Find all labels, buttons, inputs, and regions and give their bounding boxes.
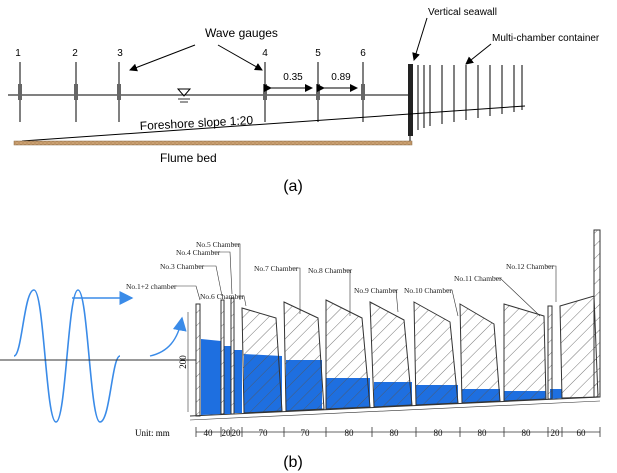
chamber-label-1-2: No.1+2 chamber bbox=[126, 282, 177, 291]
water-chamber-12 bbox=[550, 389, 562, 399]
gauge-label: 6 bbox=[360, 48, 366, 59]
flume-bed-label: Flume bed bbox=[160, 151, 217, 165]
water-level-symbol bbox=[176, 88, 192, 103]
chamber-label-5: No.5 Chamber bbox=[196, 240, 241, 249]
water-chamber-1-2 bbox=[201, 339, 221, 415]
multi-chamber-container bbox=[417, 65, 523, 130]
wall-5 bbox=[325, 299, 371, 410]
dim-label: 60 bbox=[577, 428, 587, 438]
chamber-labels bbox=[172, 243, 557, 317]
chamber-label-6: No.6 Chamber bbox=[200, 292, 245, 301]
foreshore-slope bbox=[21, 105, 526, 142]
gauge-4: 4 bbox=[262, 48, 268, 122]
dim-label: 70 bbox=[301, 428, 311, 438]
chamber-label-8: No.8 Chamber bbox=[308, 266, 353, 275]
chamber-label-4: No.4 Chamber bbox=[176, 248, 221, 257]
unit-label: Unit: mm bbox=[135, 428, 170, 438]
wall-1 bbox=[220, 299, 225, 415]
wave-gauges-arrow-right bbox=[217, 44, 263, 71]
water-chamber-3 bbox=[224, 346, 231, 414]
gauge-label: 3 bbox=[117, 48, 123, 59]
gauge-1: 1 bbox=[15, 48, 22, 122]
multi-chamber-label: Multi-chamber container bbox=[492, 33, 600, 44]
chamber-label-7: No.7 Chamber bbox=[254, 264, 299, 273]
dim-label: 70 bbox=[259, 428, 269, 438]
dim-label: 40 bbox=[204, 428, 214, 438]
dim-label: 80 bbox=[345, 428, 355, 438]
wall-3 bbox=[241, 307, 283, 414]
water-chamber-4 bbox=[234, 350, 242, 413]
caption-a: (a) bbox=[283, 178, 303, 195]
wave-gauges-title: Wave gauges bbox=[205, 26, 278, 40]
chamber-label-12: No.12 Chamber bbox=[506, 262, 554, 271]
caption-b: (b) bbox=[283, 454, 303, 471]
wall-10 bbox=[547, 305, 553, 400]
panel-b: 200 bbox=[0, 229, 601, 471]
seawall-arrow bbox=[412, 17, 428, 61]
dim-label: 80 bbox=[434, 428, 444, 438]
wall-4 bbox=[283, 301, 325, 412]
overtopping-arrow bbox=[149, 316, 187, 357]
wall-8 bbox=[459, 303, 501, 404]
height-label: 200 bbox=[178, 355, 188, 369]
gauge-label: 2 bbox=[72, 48, 78, 59]
vertical-seawall-label: Vertical seawall bbox=[428, 7, 497, 18]
panel-a: Wave gauges 1 2 3 4 bbox=[8, 7, 600, 195]
dim-label: 80 bbox=[522, 428, 532, 438]
chamber-label-10: No.10 Chamber bbox=[404, 286, 452, 295]
chamber-floor-lower bbox=[189, 400, 601, 421]
dim-label: 20 bbox=[551, 428, 561, 438]
gauge-label: 1 bbox=[15, 48, 21, 59]
gauge-6: 6 bbox=[360, 48, 366, 122]
dim-label: 20 bbox=[232, 428, 242, 438]
gauge-label: 5 bbox=[315, 48, 321, 59]
flume-bed bbox=[13, 140, 413, 146]
dimension-label: 0.35 bbox=[283, 72, 303, 83]
gauge-label: 4 bbox=[262, 48, 268, 59]
foreshore-slope-label: Foreshore slope 1:20 bbox=[139, 113, 253, 133]
chamber-label-3: No.3 Chamber bbox=[160, 262, 205, 271]
dimension-4-5: 0.35 bbox=[264, 72, 313, 92]
chamber-walls bbox=[195, 229, 601, 417]
multi-chamber-arrow bbox=[465, 43, 492, 65]
gauge-5: 5 bbox=[315, 48, 321, 122]
dim-label: 80 bbox=[390, 428, 400, 438]
chamber-label-11: No.11 Chamber bbox=[454, 274, 502, 283]
wave-gauges-arrow-left bbox=[129, 44, 196, 72]
dim-label: 20 bbox=[222, 428, 232, 438]
wall-6 bbox=[369, 301, 413, 408]
incident-wave-icon bbox=[13, 289, 121, 423]
wall-back bbox=[559, 295, 599, 399]
gauge-2: 2 bbox=[72, 48, 78, 122]
dimension-ticks bbox=[195, 427, 601, 437]
vertical-seawall bbox=[408, 64, 413, 136]
dimension-5-6: 0.89 bbox=[317, 72, 358, 92]
wall-2 bbox=[230, 297, 235, 415]
wall-seawall bbox=[195, 303, 201, 417]
wall-7 bbox=[413, 301, 459, 406]
wall-9 bbox=[503, 303, 547, 402]
dimension-label: 0.89 bbox=[331, 72, 351, 83]
chamber-label-9: No.9 Chamber bbox=[354, 286, 399, 295]
dim-label: 80 bbox=[478, 428, 488, 438]
gauge-3: 3 bbox=[117, 48, 123, 122]
wall-tall bbox=[593, 229, 601, 398]
